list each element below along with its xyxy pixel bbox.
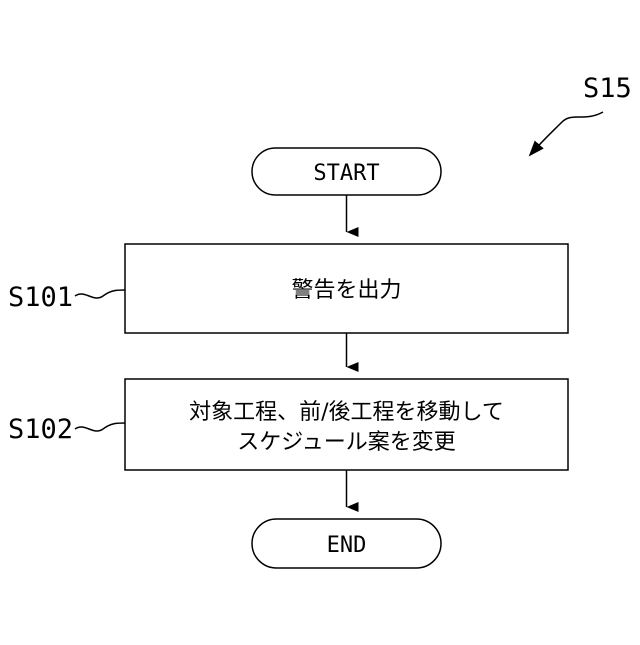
s102-label-line2: スケジュール案を変更 [237,430,455,455]
figure-ref-pointer [530,112,603,155]
s101-ref-label: S101 [8,282,73,313]
s101-leader-line [75,290,125,298]
start-label: START [313,161,379,186]
s102-label-line1: 対象工程、前/後工程を移動して [189,400,504,425]
s101-label: 警告を出力 [291,278,401,303]
s102-ref-label: S102 [8,414,73,445]
s102-leader-line [75,423,125,431]
end-label: END [327,533,367,558]
figure-ref-label: S15 [583,73,632,104]
